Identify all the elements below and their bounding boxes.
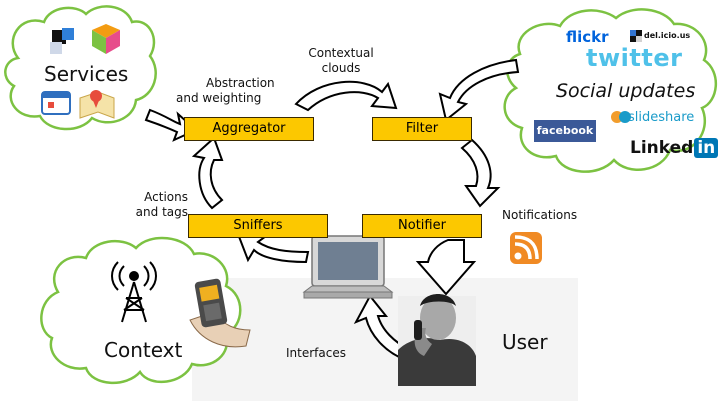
slideshare-icon [611,111,631,123]
service-app-icon-1 [50,28,74,54]
facebook-logo: facebook [534,120,596,142]
services-title: Services [44,62,129,86]
flickr-logo: flickr [566,28,609,46]
interfaces-label: Interfaces [286,346,346,360]
arrow-notifier-to-user [415,239,477,296]
linkedin-in-badge: in [694,138,719,158]
aggregator-box: Aggregator [184,117,314,141]
notifier-box: Notifier [362,214,482,238]
arrow-aggregator-to-filter [294,80,398,112]
filter-box: Filter [372,117,472,141]
calendar-icon [41,91,71,115]
arrow-laptop-to-sniffers [236,232,310,264]
antenna-tower-icon [111,261,157,323]
actions-line2: and tags [135,205,188,219]
service-app-icon-2 [92,24,120,54]
laptop-image [302,235,394,299]
context-title: Context [104,338,183,362]
rss-icon [510,232,542,264]
delicious-logo: del.icio.us [644,31,691,40]
abstraction-line2: and weighting [176,91,262,105]
user-label: User [502,330,548,354]
linkedin-text: Linked [630,138,694,158]
arrow-filter-to-notifier [460,138,501,208]
twitter-logo: twitter [586,44,683,72]
user-photo [398,294,476,386]
arrow-sniffers-to-aggregator [191,136,224,210]
contextual-clouds-line2: clouds [321,61,361,75]
social-updates-title: Social updates [556,80,696,102]
arrow-user-to-laptop [353,294,412,362]
phone-in-hand-image [189,278,251,348]
delicious-icon [630,30,642,42]
sniffers-box: Sniffers [188,214,328,238]
abstraction-line1: Abstraction [206,76,275,90]
slideshare-logo: slideshare [628,110,695,125]
actions-line1: Actions [144,190,188,204]
map-icon [79,90,115,119]
notifications-label: Notifications [502,208,578,222]
contextual-clouds-label: Contextual clouds [296,46,386,76]
abstraction-label: Abstraction and weighting [176,76,296,106]
actions-label: Actions and tags [122,190,188,220]
contextual-clouds-line1: Contextual [308,46,374,60]
